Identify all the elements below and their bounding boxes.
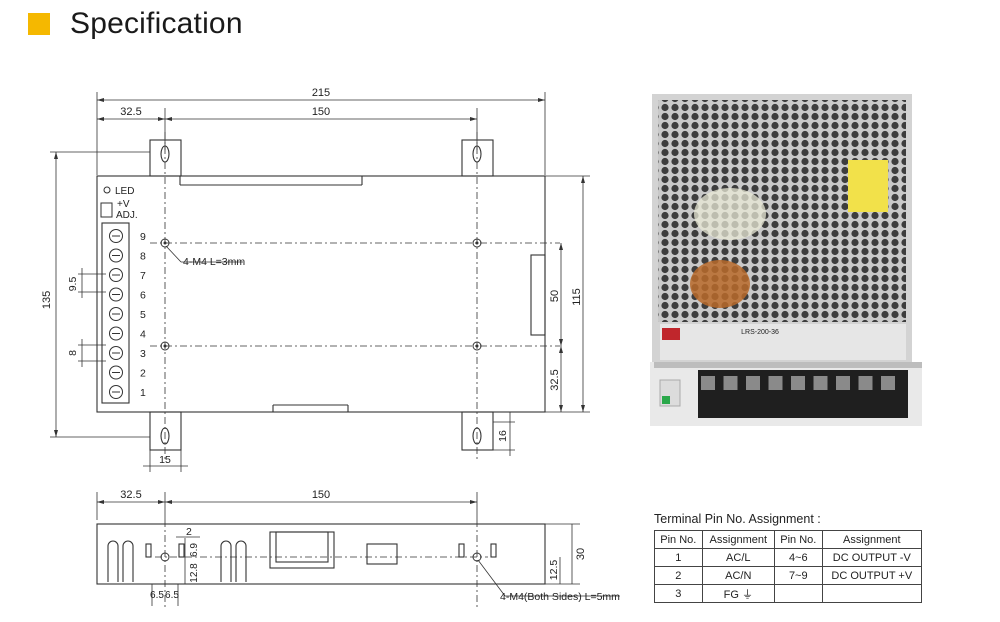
photo-screw-icon: [836, 376, 850, 390]
led-indicator-icon: [103, 186, 111, 194]
side-dim-a: 2: [186, 526, 192, 538]
model-label: LRS-200-36: [741, 329, 779, 336]
photo-screw-icon: [701, 376, 715, 390]
dim-terminal: 8: [67, 350, 79, 356]
terminal-number: 9: [140, 231, 146, 243]
photo-screw-icon: [881, 376, 895, 390]
terminal-number: 7: [140, 270, 146, 282]
terminal-assignment-table: Terminal Pin No. Assignment : Pin No. As…: [654, 512, 923, 603]
terminal-number: 8: [140, 251, 146, 263]
page-title: Specification: [70, 7, 243, 40]
terminal-number: 6: [140, 290, 146, 302]
photo-screw-icon: [723, 376, 738, 390]
photo-screw-icon: [791, 376, 805, 390]
terminal-screw-icon: [109, 307, 123, 321]
table-row: 2 AC/N 7~9 DC OUTPUT +V: [654, 566, 923, 585]
table-cell: AC/N: [701, 566, 775, 585]
photo-screw-icon: [813, 376, 828, 390]
terminal-number: 3: [140, 348, 146, 360]
terminal-screw-icon: [109, 346, 123, 360]
header-pin-no-1: Pin No.: [654, 530, 703, 549]
table-row: 3 FG ⏚: [654, 584, 923, 603]
terminal-screw-icon: [109, 287, 123, 302]
table-cell: [773, 584, 823, 603]
side-screw-callout: 4-M4(Both Sides) L=5mm: [500, 591, 620, 603]
header-assignment-1: Assignment: [701, 530, 775, 549]
header-assignment-2: Assignment: [821, 530, 923, 549]
terminal-screw-icon: [109, 326, 123, 341]
header-pin-no-2: Pin No.: [773, 530, 823, 549]
terminal-screw-icon: [109, 248, 123, 263]
table-title: Terminal Pin No. Assignment :: [654, 512, 821, 526]
photo-screw-icon: [858, 376, 873, 390]
terminal-number: 4: [140, 329, 146, 341]
table-cell: DC OUTPUT -V: [821, 548, 923, 567]
led-label: LED: [115, 186, 134, 197]
table-cell: FG ⏚: [701, 584, 775, 603]
terminal-screw-icon: [109, 365, 123, 380]
table-cell: 3: [654, 584, 703, 603]
adj-label-2: ADJ.: [116, 210, 138, 221]
dim-bottom-offset: 32.5: [549, 369, 561, 390]
side-dim-b: 6.9: [189, 543, 200, 557]
table-header-row: Pin No. Assignment Pin No. Assignment: [654, 530, 923, 549]
side-dim-height: 30: [575, 548, 587, 560]
product-photo: LRS-200-36: [650, 94, 922, 426]
terminal-numbers: 9 8 7 6 5 4 3 2 1: [140, 231, 146, 399]
screw-callout: 4-M4 L=3mm: [183, 256, 245, 268]
side-dim-hole-height: 12.5: [548, 560, 560, 581]
dim-hole-spacing: 150: [312, 106, 330, 118]
dim-height: 135: [41, 291, 53, 309]
table-cell: 7~9: [773, 566, 823, 585]
side-view-drawing: 32.5 150 2 6.9 12.8 6.5 6.5 30 12.5 4-M4…: [96, 489, 620, 610]
table-row: 1 AC/L 4~6 DC OUTPUT -V: [654, 548, 923, 567]
dim-overall-width: 215: [312, 87, 330, 99]
warning-sticker: [848, 160, 888, 212]
table-cell: 4~6: [773, 548, 823, 567]
table-cell: 1: [654, 548, 703, 567]
top-view-drawing: 215 32.5 150 4-M4 L=3mm LED +V ADJ.: [41, 87, 590, 472]
dim-tab: 16: [497, 430, 509, 442]
terminal-number: 1: [140, 387, 146, 399]
side-dim-hole-spacing: 150: [312, 489, 330, 501]
terminal-number: 5: [140, 309, 146, 321]
terminal-screws: [109, 229, 123, 399]
terminal-screw-icon: [109, 229, 123, 243]
photo-screw-icon: [768, 376, 783, 390]
terminal-screw-icon: [109, 385, 123, 399]
dim-body-height: 115: [571, 288, 583, 306]
side-dim-d: 6.5: [150, 590, 164, 601]
title-marker-icon: [28, 13, 50, 35]
terminal-block-icon: [701, 376, 895, 390]
photo-screw-icon: [746, 376, 760, 390]
dim-tab-width: 15: [159, 454, 171, 466]
dim-hole-v-spacing: 50: [549, 290, 561, 302]
brand-logo: [662, 328, 680, 340]
table-cell: 2: [654, 566, 703, 585]
table-cell: DC OUTPUT +V: [821, 566, 923, 585]
side-dim-left-offset: 32.5: [120, 489, 141, 501]
side-dim-c: 12.8: [189, 563, 200, 583]
dim-left-offset: 32.5: [120, 106, 141, 118]
adjust-pot-icon: [100, 202, 113, 218]
table-cell: AC/L: [701, 548, 775, 567]
dim-pitch: 9.5: [67, 277, 79, 292]
adj-label-1: +V: [117, 199, 130, 210]
table-cell: [821, 584, 923, 603]
section-header: Specification: [28, 6, 243, 42]
terminal-number: 2: [140, 368, 146, 380]
terminal-screw-icon: [109, 268, 123, 282]
side-dim-e: 6.5: [165, 590, 179, 601]
